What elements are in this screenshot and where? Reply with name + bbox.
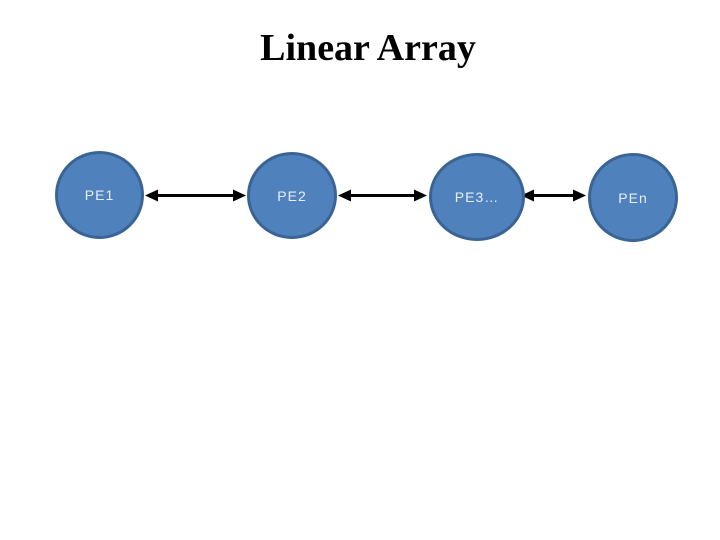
bidirectional-arrow-pe3-pen: [521, 189, 586, 202]
node-pe1: PE1: [55, 151, 144, 239]
node-pe3: PE3…: [429, 153, 525, 241]
node-pen-label: PEn: [618, 189, 648, 206]
bidirectional-arrow-pe1-pe2: [145, 189, 246, 202]
node-pen: PEn: [588, 153, 678, 242]
bidirectional-arrow-pe2-pe3: [338, 189, 427, 202]
node-pe3-label: PE3…: [454, 189, 500, 205]
slide-title: Linear Array: [260, 27, 476, 69]
node-pe2: PE2: [247, 152, 337, 239]
node-pe1-label: PE1: [84, 187, 115, 203]
node-pe2-label: PE2: [277, 187, 307, 204]
